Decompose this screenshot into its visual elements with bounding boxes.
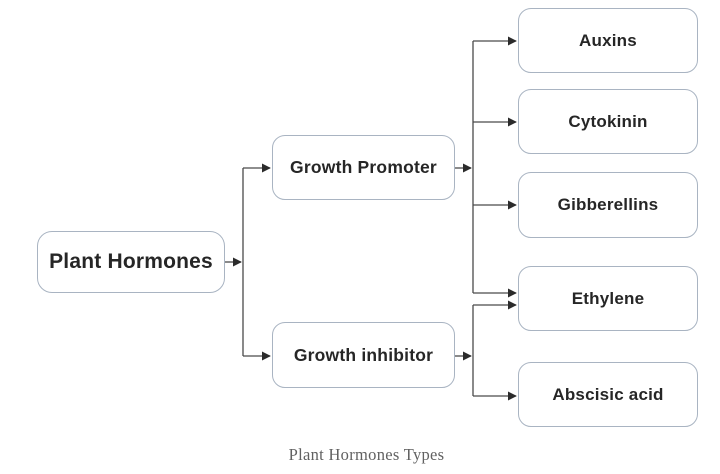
node-gibberellins: Gibberellins bbox=[518, 172, 698, 238]
node-plant-hormones: Plant Hormones bbox=[37, 231, 225, 293]
node-cytokinin: Cytokinin bbox=[518, 89, 698, 154]
node-ethylene: Ethylene bbox=[518, 266, 698, 331]
node-auxins: Auxins bbox=[518, 8, 698, 73]
diagram-caption: Plant Hormones Types bbox=[288, 445, 445, 464]
node-growth-promoter: Growth Promoter bbox=[272, 135, 455, 200]
node-growth-inhibitor: Growth inhibitor bbox=[272, 322, 455, 388]
node-abscisic-acid: Abscisic acid bbox=[518, 362, 698, 427]
